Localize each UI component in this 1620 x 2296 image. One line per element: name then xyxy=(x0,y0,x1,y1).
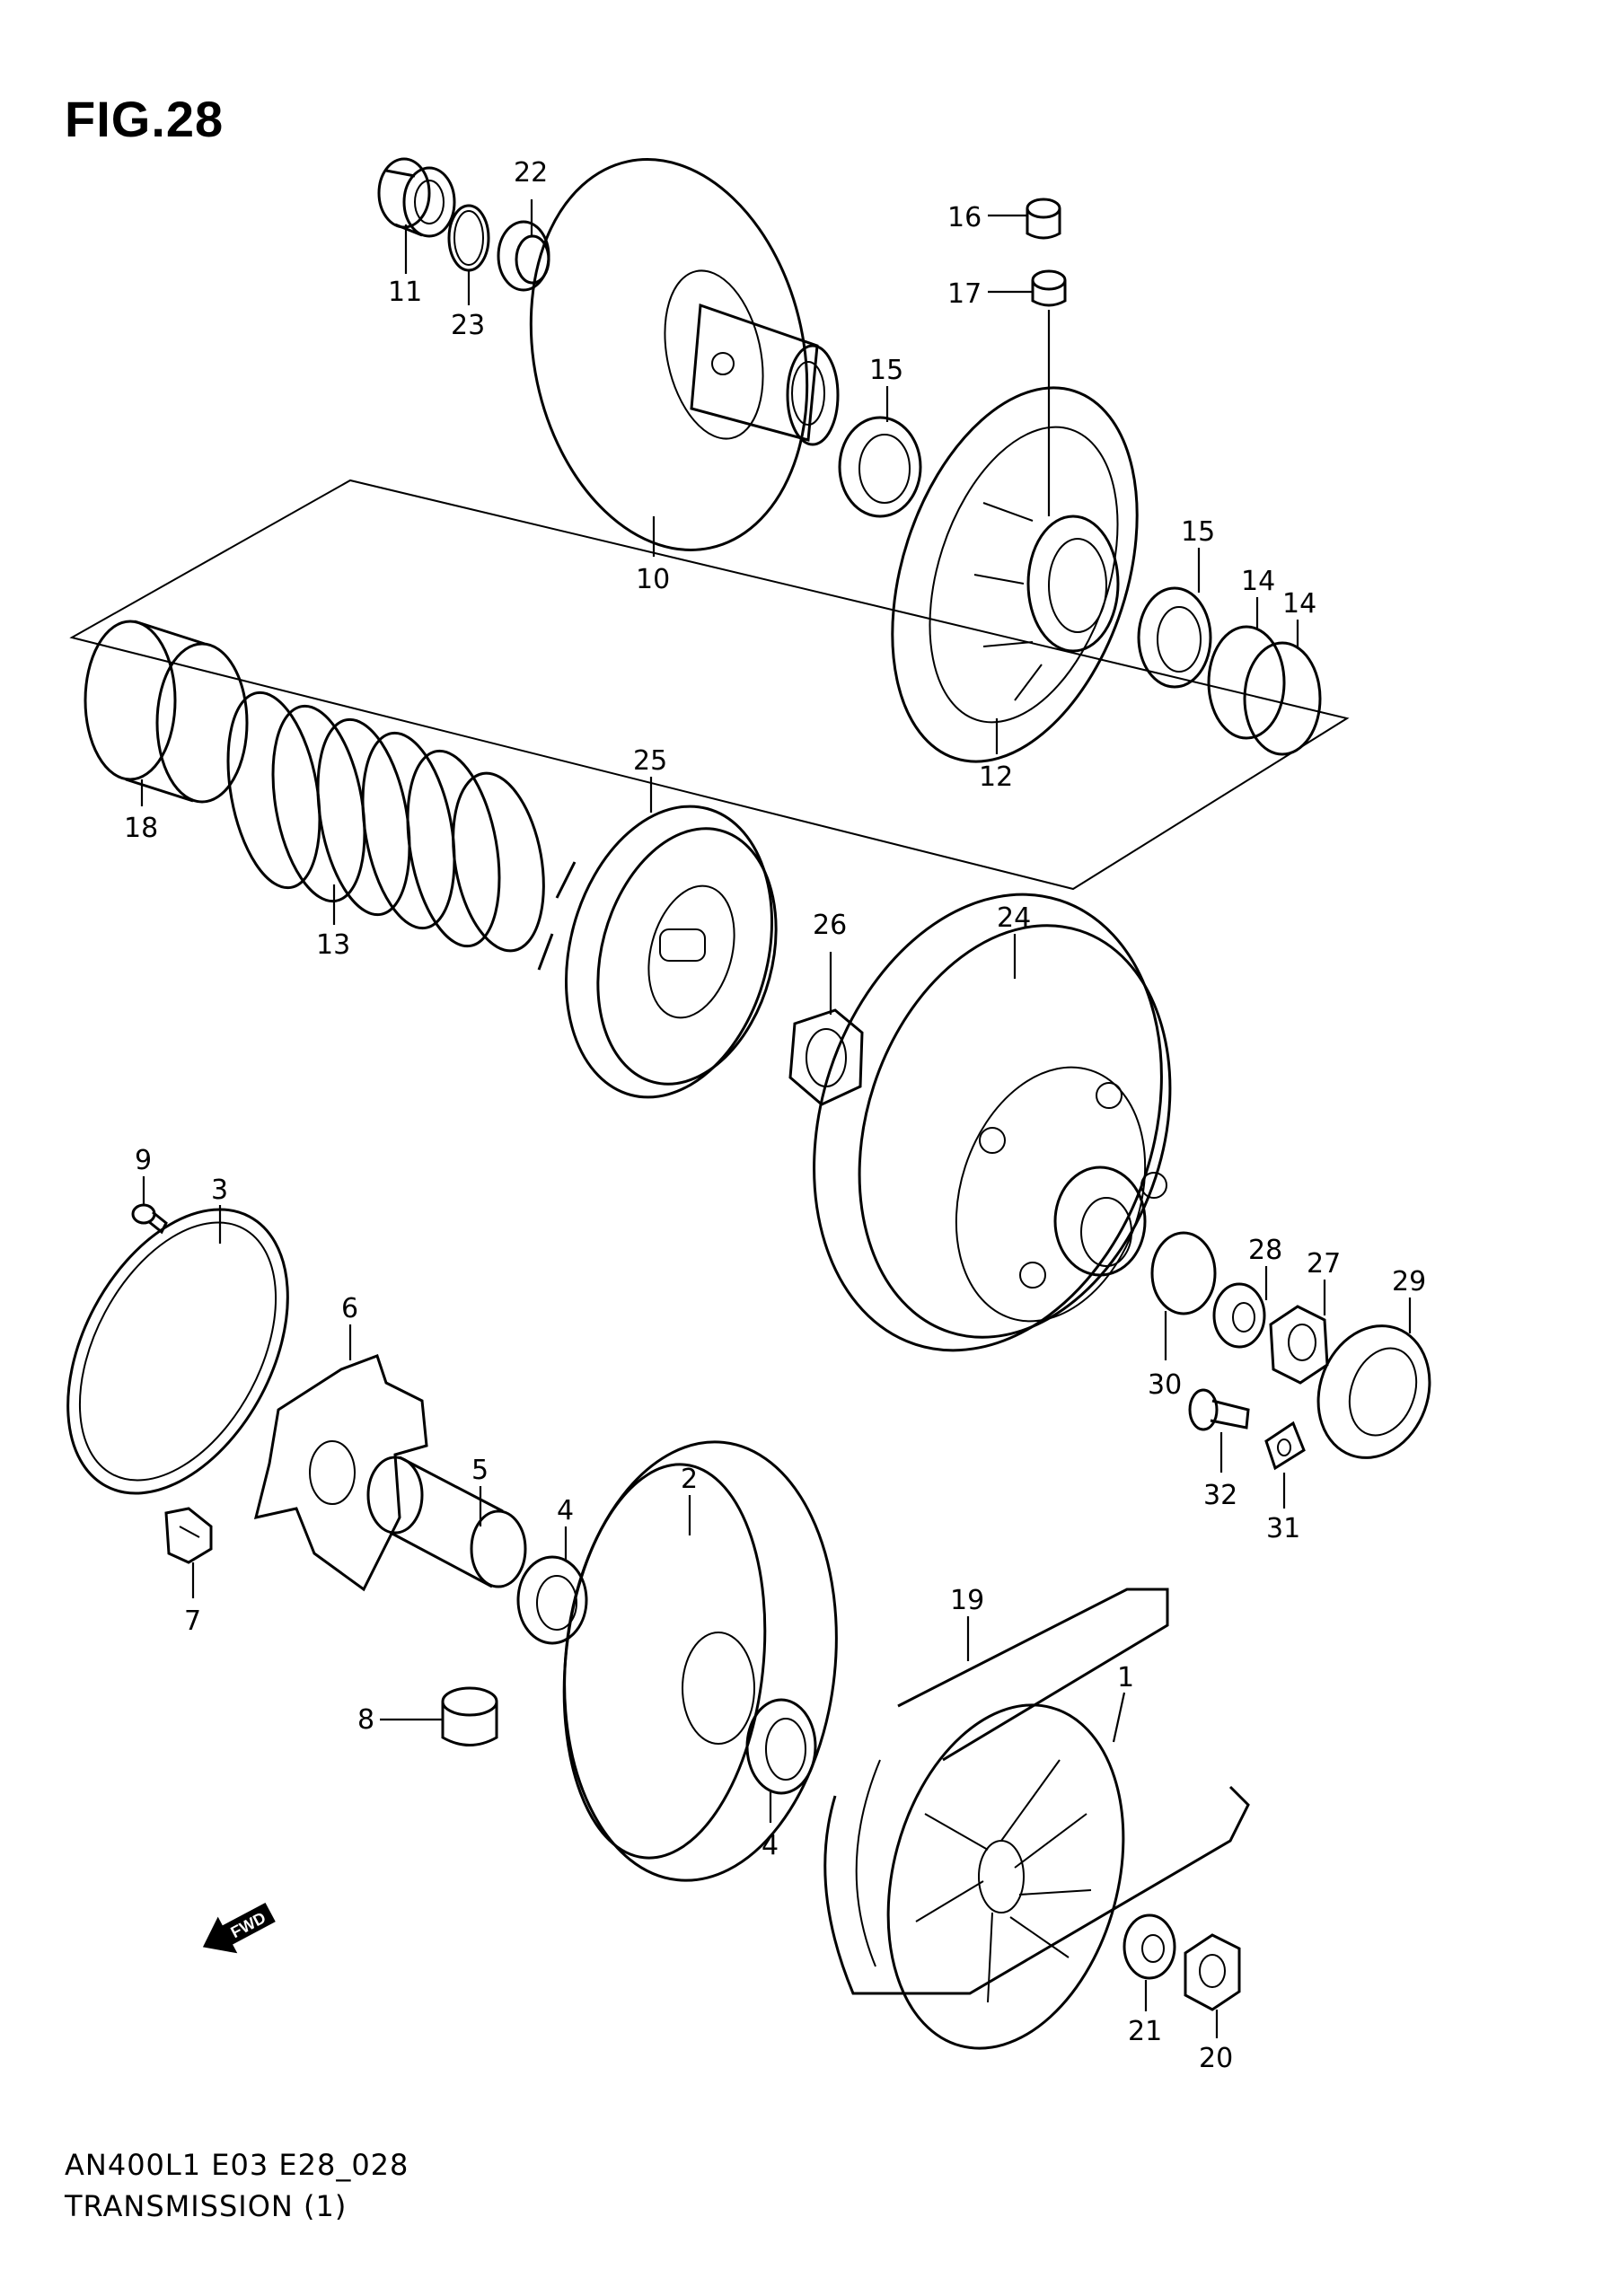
leader-lines xyxy=(140,199,1412,2038)
section-name: TRANSMISSION (1) xyxy=(65,2189,348,2223)
callout-14a: 14 xyxy=(1241,566,1275,597)
part-23-circlip xyxy=(447,204,490,272)
part-5-sleeve xyxy=(366,1456,527,1588)
part-22-oil-seal xyxy=(497,220,550,292)
figure-title: FIG.28 xyxy=(65,91,225,147)
callout-23: 23 xyxy=(451,310,485,341)
part-28-washer xyxy=(1212,1282,1266,1349)
callout-18: 18 xyxy=(124,813,158,844)
callout-27: 27 xyxy=(1307,1248,1341,1280)
part-15-bearing-upper xyxy=(838,416,922,518)
model-code: AN400L1 E03 E28_028 xyxy=(65,2148,409,2182)
callout-31: 31 xyxy=(1266,1513,1300,1544)
part-14-o-ring-a xyxy=(1207,625,1286,740)
callout-15b: 15 xyxy=(1181,516,1215,548)
callout-11: 11 xyxy=(388,277,422,308)
callout-10: 10 xyxy=(636,564,670,595)
part-4-bearing-lower xyxy=(745,1698,817,1795)
part-19-drive-belt xyxy=(823,1588,1250,1995)
part-32-bolt xyxy=(1188,1388,1250,1431)
part-8-collar xyxy=(441,1686,498,1746)
part-12-movable-driven-face xyxy=(891,386,1139,763)
callout-1: 1 xyxy=(1117,1662,1134,1693)
part-16-pin xyxy=(1026,198,1061,240)
part-10-fixed-driven-face xyxy=(529,158,840,551)
callout-24: 24 xyxy=(997,902,1031,934)
callout-labels: 11 22 23 10 15 16 17 15 14 14 12 18 25 1… xyxy=(124,157,1426,2074)
part-26-nut xyxy=(788,1008,864,1106)
callout-21: 21 xyxy=(1128,2016,1162,2047)
callout-20: 20 xyxy=(1199,2043,1233,2074)
part-29-bearing xyxy=(1316,1324,1431,1459)
callout-7: 7 xyxy=(184,1605,201,1637)
callout-8: 8 xyxy=(357,1704,374,1736)
callout-32: 32 xyxy=(1203,1480,1237,1511)
part-14-o-ring-b xyxy=(1243,641,1322,756)
callout-22: 22 xyxy=(514,157,548,189)
part-25-clutch-shoe-assembly xyxy=(537,805,778,1099)
callout-13: 13 xyxy=(316,929,350,961)
callout-26: 26 xyxy=(813,910,847,941)
part-20-nut xyxy=(1184,1933,1241,2011)
part-4-bearing-upper xyxy=(516,1555,588,1645)
part-9-screw xyxy=(131,1203,168,1235)
assembly-frame xyxy=(69,479,1350,891)
part-6-ramp-plate xyxy=(253,1354,428,1592)
callout-2: 2 xyxy=(681,1464,698,1495)
callout-29: 29 xyxy=(1392,1266,1426,1298)
part-30-o-ring xyxy=(1150,1231,1217,1315)
callout-28: 28 xyxy=(1248,1235,1282,1266)
callout-17: 17 xyxy=(947,278,982,310)
part-24-clutch-housing xyxy=(813,893,1172,1352)
part-11-needle-bearing xyxy=(377,157,456,238)
part-18-spring-seat xyxy=(84,620,249,804)
callout-3: 3 xyxy=(211,1174,228,1206)
callout-4b: 4 xyxy=(762,1830,779,1861)
callout-16: 16 xyxy=(947,202,982,233)
callout-4a: 4 xyxy=(557,1495,574,1526)
part-1-fixed-drive-face xyxy=(886,1703,1125,2050)
callout-19: 19 xyxy=(950,1585,984,1616)
part-2-movable-drive-face xyxy=(562,1440,838,1882)
part-21-washer xyxy=(1123,1913,1176,1980)
part-27-collar xyxy=(1269,1305,1329,1385)
part-15-bearing-lower xyxy=(1137,586,1212,689)
callout-12: 12 xyxy=(979,761,1013,793)
callout-5: 5 xyxy=(471,1455,489,1486)
callout-6: 6 xyxy=(341,1293,358,1324)
part-7-slide-piece xyxy=(164,1507,213,1564)
callout-15a: 15 xyxy=(869,355,903,386)
callout-14b: 14 xyxy=(1282,588,1316,620)
part-3-cover-plate xyxy=(66,1208,289,1495)
part-31-lock-washer xyxy=(1264,1421,1306,1471)
part-13-compression-spring xyxy=(226,691,545,953)
part-17-roller xyxy=(1031,269,1067,307)
callout-30: 30 xyxy=(1148,1369,1182,1401)
callout-25: 25 xyxy=(633,745,667,777)
forward-direction-arrow-icon: FWD xyxy=(202,1902,276,1954)
callout-9: 9 xyxy=(135,1145,152,1176)
